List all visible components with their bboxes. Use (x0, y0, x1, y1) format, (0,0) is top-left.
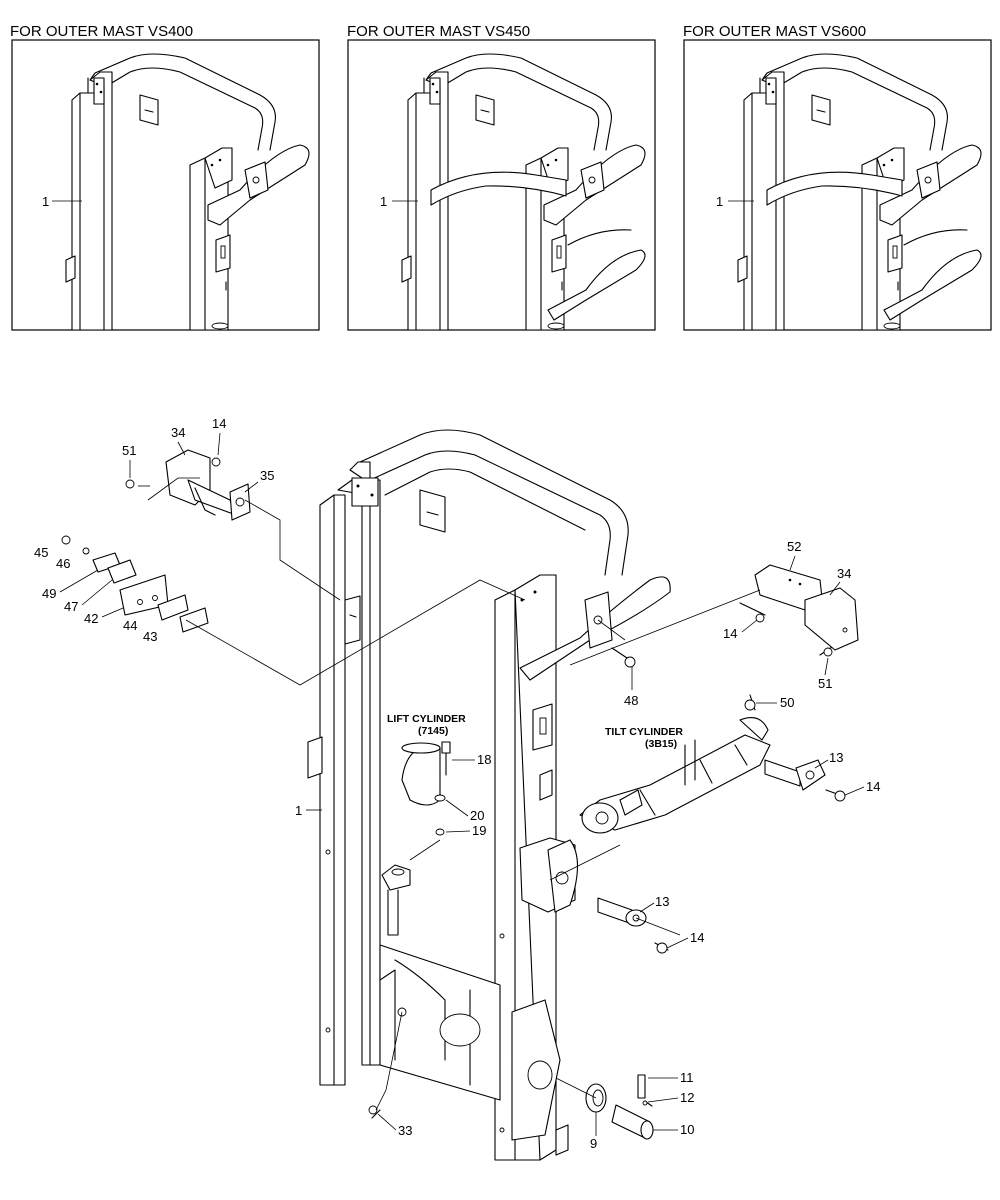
callout-46: 46 (56, 556, 70, 571)
callout-9: 9 (590, 1136, 597, 1151)
callout-label: 1 (716, 194, 723, 209)
left-bracket-group (92, 449, 251, 633)
callout-13: 13 (655, 894, 669, 909)
callout-47: 47 (64, 599, 78, 614)
callout-49: 49 (42, 586, 56, 601)
callout-51: 51 (122, 443, 136, 458)
callout-42: 42 (84, 611, 98, 626)
pins-and-hardware (61, 457, 846, 1140)
callout-14: 14 (690, 930, 704, 945)
callout-43: 43 (143, 629, 157, 644)
inset-vs400: FOR OUTER MAST VS400 1 (10, 23, 320, 331)
callout-50: 50 (780, 695, 794, 710)
outer-mast-assembly (307, 429, 671, 1161)
callout-14: 14 (866, 779, 880, 794)
callout-34: 34 (837, 566, 851, 581)
outer-mast-vs600-drawing (737, 53, 982, 331)
callout-label: 1 (380, 194, 387, 209)
tilt-cylinder-caption: TILT CYLINDER (605, 726, 683, 738)
callout-52: 52 (787, 539, 801, 554)
inset-vs450: FOR OUTER MAST VS450 1 (347, 23, 656, 331)
right-bracket-group (754, 564, 859, 651)
callout-19: 19 (472, 823, 486, 838)
tilt-cylinder (579, 717, 771, 834)
callout-33: 33 (398, 1123, 412, 1138)
outer-mast-vs400-drawing (65, 53, 310, 331)
callout-12: 12 (680, 1090, 694, 1105)
inset-frame (347, 39, 656, 331)
callout-45: 45 (34, 545, 48, 560)
leader-lines (138, 477, 761, 1111)
callout-18: 18 (477, 752, 491, 767)
lift-cylinder-caption: LIFT CYLINDER (387, 713, 466, 725)
inset-vs600: FOR OUTER MAST VS600 1 (683, 23, 992, 331)
callout-13: 13 (829, 750, 843, 765)
callout-35: 35 (260, 468, 274, 483)
callout-label: 1 (42, 194, 49, 209)
callout-14: 14 (723, 626, 737, 641)
component-captions: LIFT CYLINDER (7145) TILT CYLINDER (3B15… (387, 713, 683, 750)
callout-1: 1 (295, 803, 302, 818)
tilt-cylinder-code: (3B15) (645, 738, 677, 750)
inset-frame (683, 39, 992, 331)
inset-title-vs600: FOR OUTER MAST VS600 (683, 23, 866, 40)
callout-48: 48 (624, 693, 638, 708)
outer-mast-vs450-drawing (401, 53, 646, 331)
lift-cylinder-code: (7145) (418, 725, 448, 737)
callout-10: 10 (680, 1122, 694, 1137)
callout-51: 51 (818, 676, 832, 691)
inset-title-vs450: FOR OUTER MAST VS450 (347, 23, 530, 40)
callout-numbers: 34 14 51 35 45 46 49 47 42 44 43 52 34 1… (34, 416, 880, 1151)
inset-frame (11, 39, 320, 331)
callout-34: 34 (171, 425, 185, 440)
callout-14: 14 (212, 416, 226, 431)
inset-title-vs400: FOR OUTER MAST VS400 (10, 23, 193, 40)
callout-44: 44 (123, 618, 137, 633)
callout-20: 20 (470, 808, 484, 823)
callout-11: 11 (680, 1070, 694, 1085)
